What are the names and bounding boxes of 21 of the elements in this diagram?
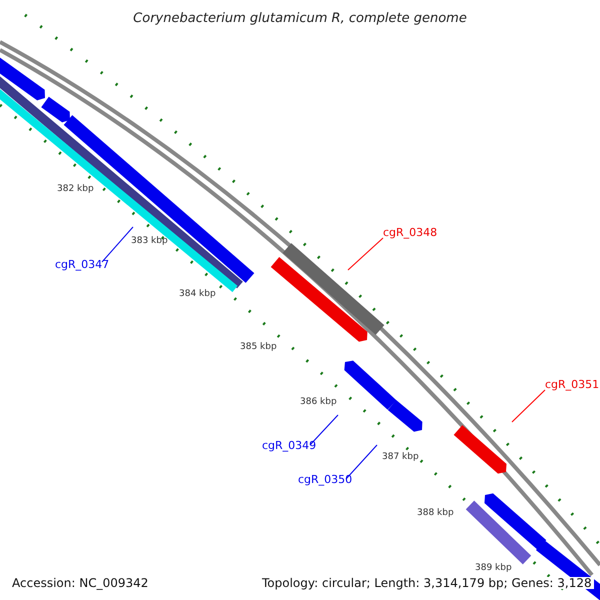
scale-label: 387 kbp [382,453,419,462]
leader-line [310,414,338,446]
leader-line [512,390,546,422]
scale-label: 384 kbp [179,290,216,299]
footer-text: Topology: circular; Length: 3,314,179 bp; Genes: 3,128 [260,577,594,589]
scale-label: 389 kbp [475,564,512,573]
gene-label: cgR_0347 [55,259,110,270]
footer-text: Accession: NC_009342 [10,577,150,589]
scale-label: 388 kbp [417,509,454,518]
scale-label: 382 kbp [57,185,94,194]
chart-title: Corynebacterium glutamicum R, complete genome [132,12,468,25]
gene-label: cgR_0350 [298,474,352,485]
gene-label: cgR_0351 [545,379,600,390]
gene-label: cgR_0349 [262,440,316,451]
scale-label: 385 kbp [240,343,277,352]
leader-line [102,226,134,262]
leader-line [346,444,378,480]
scale-label: 383 kbp [131,237,168,246]
gene-label: cgR_0348 [383,227,438,238]
scale-label: 386 kbp [300,398,337,407]
leader-line [348,238,384,270]
